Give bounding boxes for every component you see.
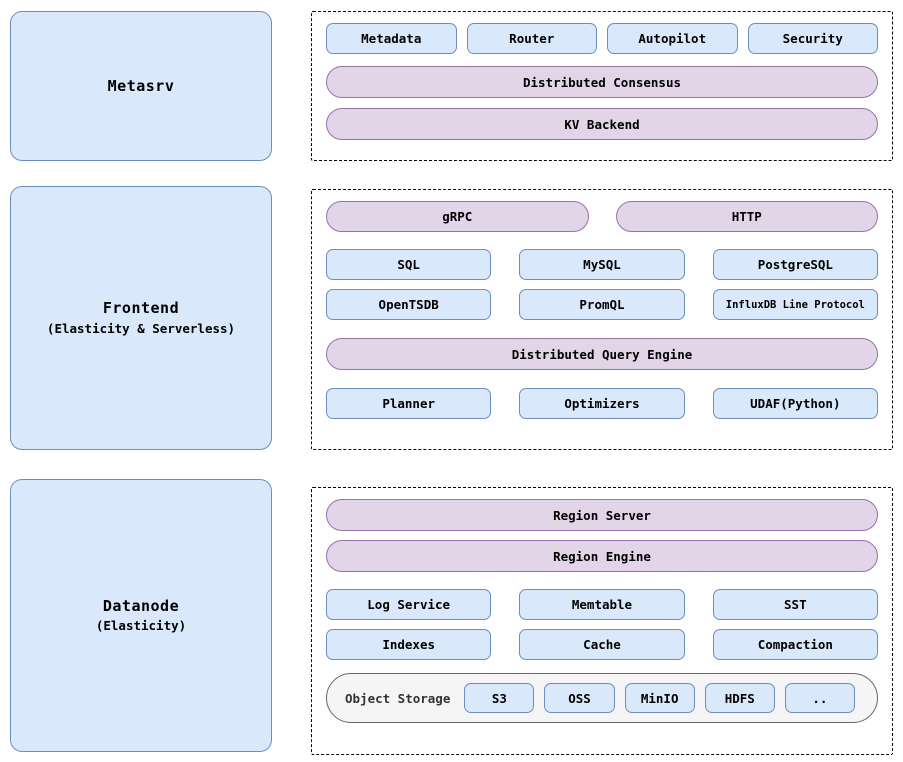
node-cache[interactable]: Cache <box>519 629 685 660</box>
chip-oss[interactable]: OSS <box>544 683 615 713</box>
node-postgresql[interactable]: PostgreSQL <box>712 249 878 280</box>
chip-hdfs[interactable]: HDFS <box>704 683 775 713</box>
role-panel-metasrv[interactable]: Metasrv <box>10 11 272 161</box>
node-sst[interactable]: SST <box>712 589 878 620</box>
node-autopilot[interactable]: Autopilot <box>607 23 738 54</box>
metasrv-consensus-row: Distributed Consensus <box>326 66 878 98</box>
role-panel-frontend[interactable]: Frontend (Elasticity & Serverless) <box>10 186 272 450</box>
node-memtable[interactable]: Memtable <box>519 589 685 620</box>
group-metasrv: Metadata Router Autopilot Security Distr… <box>311 11 893 161</box>
datanode-storage-row-1: Log Service Memtable SST <box>326 589 878 620</box>
metasrv-components-row: Metadata Router Autopilot Security <box>326 23 878 54</box>
node-compaction[interactable]: Compaction <box>712 629 878 660</box>
datanode-region-server-row: Region Server <box>326 499 878 531</box>
datanode-object-storage-row: Object Storage S3 OSS MinIO HDFS .. <box>326 673 878 723</box>
role-panel-datanode[interactable]: Datanode (Elasticity) <box>10 479 272 752</box>
role-title-frontend: Frontend <box>102 299 180 318</box>
node-planner[interactable]: Planner <box>326 388 492 419</box>
node-udaf-python[interactable]: UDAF(Python) <box>712 388 878 419</box>
chip-s3[interactable]: S3 <box>464 683 535 713</box>
metasrv-kv-row: KV Backend <box>326 108 878 140</box>
node-grpc[interactable]: gRPC <box>326 201 589 232</box>
frontend-query-engine-row: Distributed Query Engine <box>326 338 878 370</box>
frontend-dialects-row-1: SQL MySQL PostgreSQL <box>326 249 878 280</box>
node-region-engine[interactable]: Region Engine <box>326 540 878 572</box>
node-kv-backend[interactable]: KV Backend <box>326 108 878 140</box>
node-distributed-consensus[interactable]: Distributed Consensus <box>326 66 878 98</box>
datanode-region-engine-row: Region Engine <box>326 540 878 572</box>
object-storage-label: Object Storage <box>345 690 451 706</box>
object-storage-container: Object Storage S3 OSS MinIO HDFS .. <box>326 673 878 723</box>
node-metadata[interactable]: Metadata <box>326 23 457 54</box>
role-title-datanode: Datanode <box>102 596 180 615</box>
node-log-service[interactable]: Log Service <box>326 589 492 620</box>
node-opentsdb[interactable]: OpenTSDB <box>326 289 492 320</box>
node-mysql[interactable]: MySQL <box>519 249 685 280</box>
role-title-metasrv: Metasrv <box>107 76 175 95</box>
node-security[interactable]: Security <box>747 23 878 54</box>
group-frontend: gRPC HTTP SQL MySQL PostgreSQL OpenTSDB … <box>311 189 893 450</box>
node-sql[interactable]: SQL <box>326 249 492 280</box>
datanode-storage-row-2: Indexes Cache Compaction <box>326 629 878 660</box>
chip-more[interactable]: .. <box>784 683 855 713</box>
node-optimizers[interactable]: Optimizers <box>519 388 685 419</box>
role-subtitle-frontend: (Elasticity & Serverless) <box>46 320 236 336</box>
frontend-dialects-row-2: OpenTSDB PromQL InfluxDB Line Protocol <box>326 289 878 320</box>
group-datanode: Region Server Region Engine Log Service … <box>311 487 893 755</box>
frontend-protocols-row: gRPC HTTP <box>326 201 878 232</box>
node-promql[interactable]: PromQL <box>519 289 685 320</box>
chip-minio[interactable]: MinIO <box>624 683 695 713</box>
node-http[interactable]: HTTP <box>615 201 878 232</box>
node-indexes[interactable]: Indexes <box>326 629 492 660</box>
node-region-server[interactable]: Region Server <box>326 499 878 531</box>
object-storage-backends: S3 OSS MinIO HDFS .. <box>464 683 863 713</box>
frontend-engine-parts-row: Planner Optimizers UDAF(Python) <box>326 388 878 419</box>
node-distributed-query-engine[interactable]: Distributed Query Engine <box>326 338 878 370</box>
node-influxdb-line-protocol[interactable]: InfluxDB Line Protocol <box>712 289 878 320</box>
node-router[interactable]: Router <box>466 23 597 54</box>
role-subtitle-datanode: (Elasticity) <box>95 618 187 634</box>
